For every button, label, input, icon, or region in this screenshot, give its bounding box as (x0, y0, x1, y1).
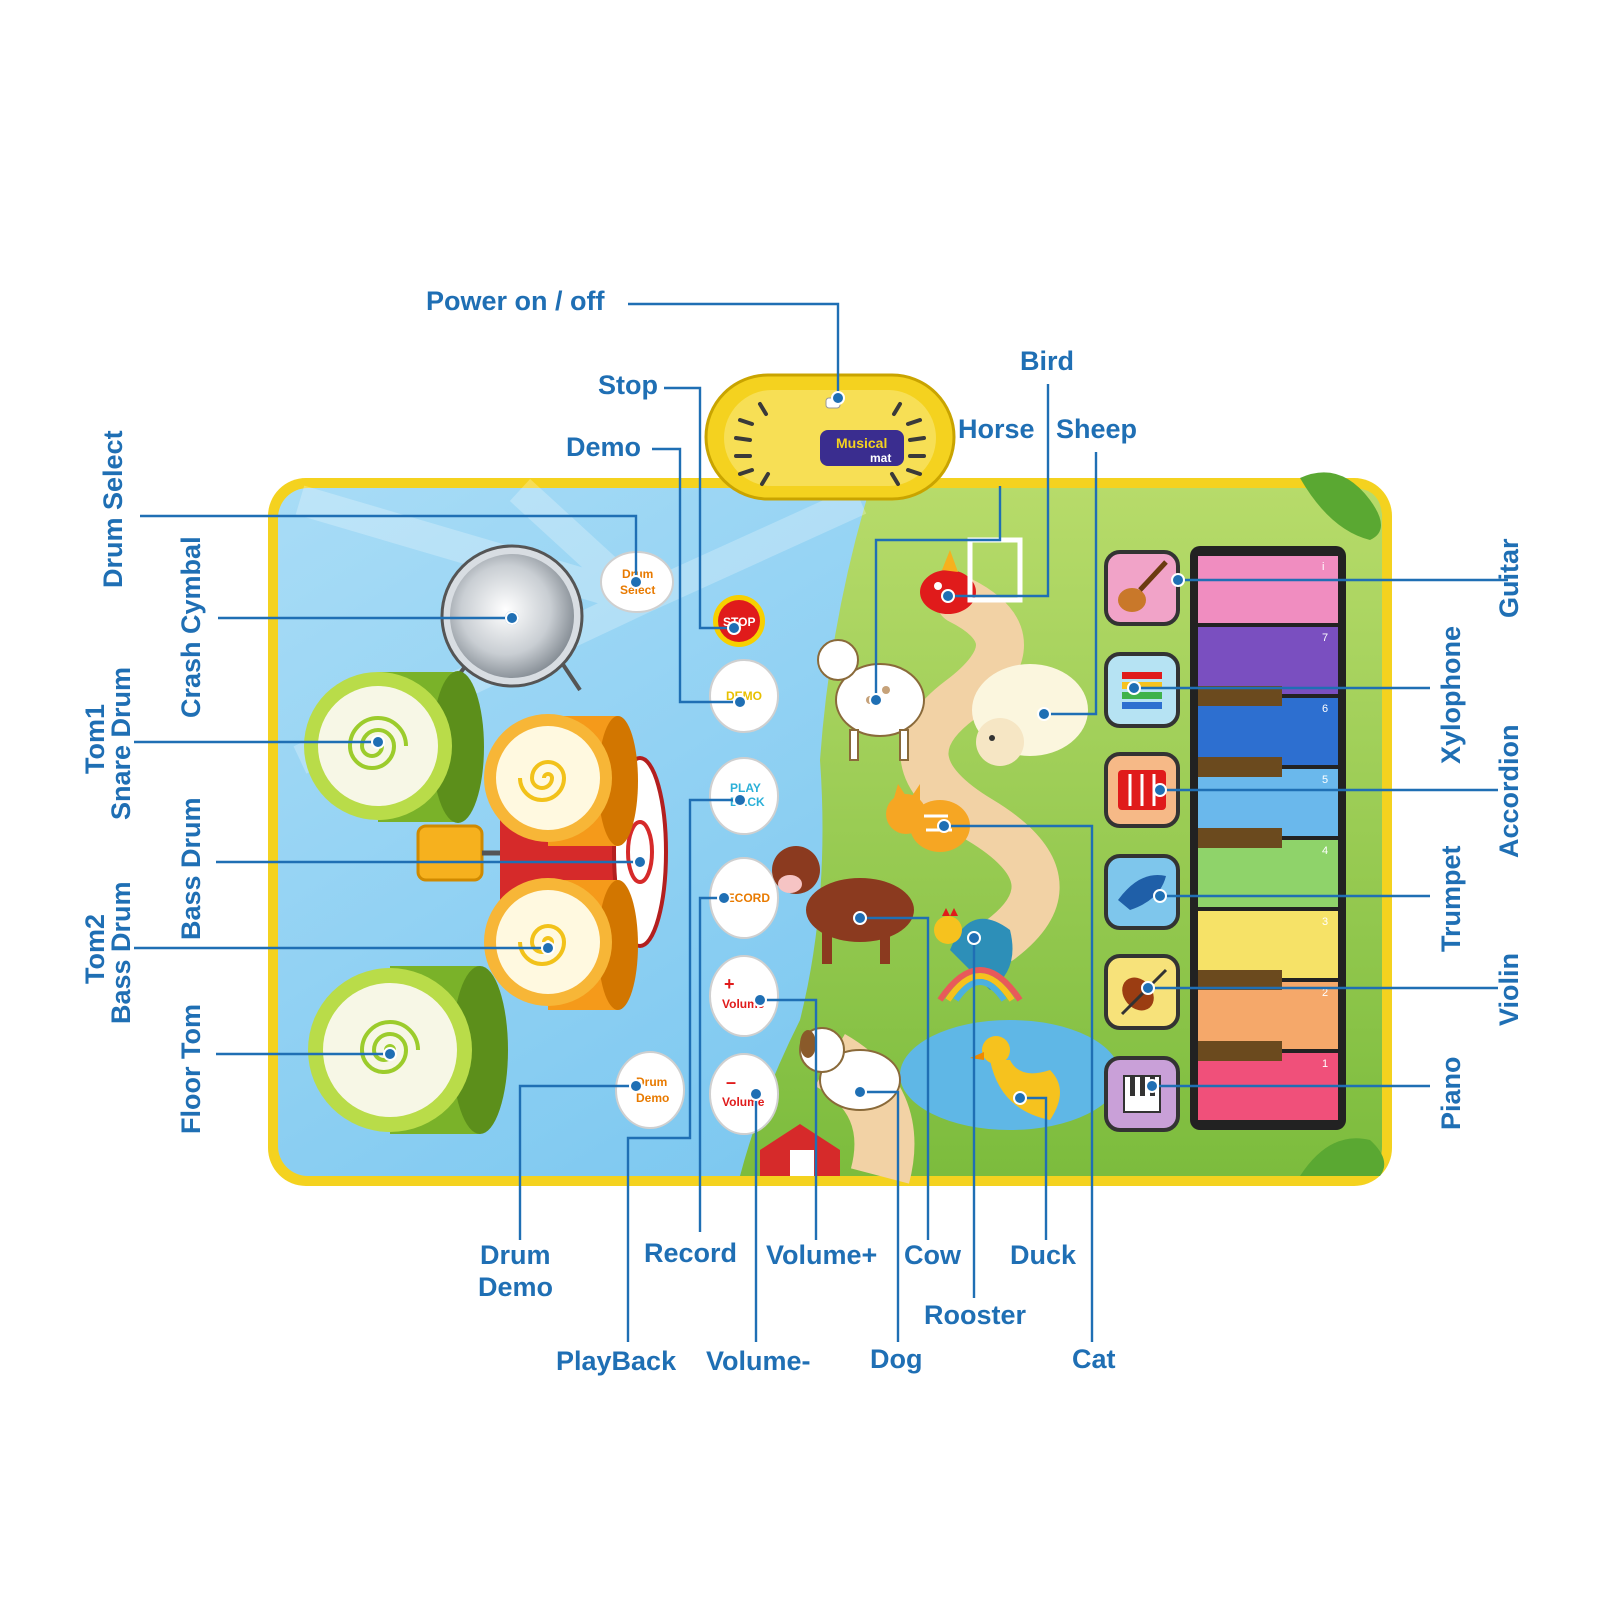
piano-key-number: 6 (1322, 703, 1328, 715)
label-record: Record (644, 1238, 737, 1268)
dog-pad[interactable] (799, 1027, 901, 1111)
label-accordion: Accordion (1494, 724, 1524, 858)
label-duck: Duck (1010, 1240, 1077, 1270)
speaker-module[interactable]: Musical mat (704, 373, 956, 501)
piano-key-number: 4 (1322, 845, 1328, 857)
label-volume-plus: Volume+ (766, 1240, 877, 1270)
volume-down-mat-button[interactable]: – Volume (709, 1053, 779, 1135)
rooster-pad[interactable] (934, 908, 1023, 1002)
piano-key-number: 7 (1322, 632, 1328, 644)
piano-key[interactable] (1198, 698, 1338, 765)
piano-key-number: 5 (1322, 774, 1328, 786)
trumpet-icon (1118, 875, 1166, 910)
label-playback: PlayBack (556, 1346, 677, 1376)
label-tom1: Tom1 (80, 704, 110, 774)
label-cow: Cow (904, 1240, 962, 1270)
piano-key[interactable] (1198, 627, 1338, 694)
piano-black-key[interactable] (1198, 686, 1282, 706)
piano-button[interactable] (1104, 1056, 1180, 1132)
trumpet-button[interactable] (1104, 854, 1180, 930)
floor-tom-pad[interactable] (308, 966, 508, 1134)
cat-pad[interactable] (886, 784, 970, 852)
drum-select-text2: Select (620, 583, 655, 597)
stop-mat-button[interactable]: STOP (713, 595, 765, 647)
label-bird: Bird (1020, 346, 1074, 376)
label-power: Power on / off (426, 286, 606, 316)
barn-icon (760, 1124, 840, 1176)
piano-key[interactable] (1198, 556, 1338, 623)
record-text: RECORD (718, 891, 770, 905)
label-guitar: Guitar (1494, 538, 1524, 618)
piano-black-key[interactable] (1198, 828, 1282, 848)
label-sheep: Sheep (1056, 414, 1137, 444)
logo-line2: mat (870, 451, 891, 465)
labels: Power on / off Stop Demo Bird Horse Shee… (80, 286, 1524, 1376)
label-floor-tom: Floor Tom (176, 1004, 206, 1134)
snare-drum-pad[interactable] (484, 714, 638, 846)
drum-demo-mat-button[interactable]: Drum Demo (615, 1051, 685, 1129)
record-mat-button[interactable]: RECORD (709, 857, 779, 939)
play-text: PLAY (730, 781, 761, 795)
label-bass-drum: Bass Drum (176, 797, 206, 940)
label-violin: Violin (1494, 953, 1524, 1026)
sheep-pad[interactable] (972, 664, 1088, 766)
label-stop: Stop (598, 370, 658, 400)
piano-key[interactable] (1198, 769, 1338, 836)
demo-mat-button[interactable]: DEMO (709, 659, 779, 733)
xylophone-icon (1122, 672, 1162, 709)
tom2-bass-drum-pad[interactable] (484, 878, 638, 1010)
piano-key-number: 3 (1322, 916, 1328, 928)
drum-demo-text1: Drum (636, 1075, 667, 1089)
label-volume-minus: Volume- (706, 1346, 811, 1376)
label-demo: Demo (566, 432, 641, 462)
accordion-button[interactable] (1104, 752, 1180, 828)
label-dog: Dog (870, 1344, 922, 1374)
logo-line1: Musical (836, 435, 887, 451)
piano-key[interactable] (1198, 982, 1338, 1049)
drum-demo-text2: Demo (636, 1091, 669, 1105)
label-rooster: Rooster (924, 1300, 1027, 1330)
label-cat: Cat (1072, 1344, 1116, 1374)
violin-button[interactable] (1104, 954, 1180, 1030)
leader-dots (371, 391, 1185, 1105)
label-tom2: Tom2 (80, 914, 110, 984)
speaker-grille-icon (734, 402, 926, 486)
plus-sign: + (724, 974, 735, 994)
piano-keyboard: 1 2 3 4 5 6 7 i (1190, 546, 1346, 1130)
leader-lines (134, 302, 1508, 1342)
label-drum-demo-2: Demo (478, 1272, 553, 1302)
label-piano: Piano (1436, 1056, 1466, 1130)
label-snare-drum: Snare Drum (106, 667, 136, 820)
tom1-snare-drum-pad[interactable] (304, 671, 484, 823)
guitar-icon (1118, 560, 1168, 612)
label-tom2-bass: Bass Drum (106, 881, 136, 1024)
label-drum-select: Drum Select (98, 430, 128, 588)
horse-pad[interactable] (817, 639, 925, 761)
piano-black-key[interactable] (1198, 970, 1282, 990)
piano-key-number: i (1322, 561, 1324, 573)
piano-key-number: 2 (1322, 987, 1328, 999)
label-crash-cymbal: Crash Cymbal (176, 536, 206, 718)
piano-key[interactable] (1198, 911, 1338, 978)
piano-black-key[interactable] (1198, 1041, 1282, 1061)
piano-key-number: 1 (1322, 1058, 1328, 1070)
label-xylophone: Xylophone (1436, 626, 1466, 764)
cow-pad[interactable] (772, 846, 914, 964)
label-horse: Horse (958, 414, 1035, 444)
label-trumpet: Trumpet (1436, 845, 1466, 952)
xylophone-button[interactable] (1104, 652, 1180, 728)
label-drum-demo-1: Drum (480, 1240, 551, 1270)
guitar-button[interactable] (1104, 550, 1180, 626)
piano-black-key[interactable] (1198, 757, 1282, 777)
minus-sign: – (726, 1072, 736, 1092)
drum-select-text1: Drum (622, 567, 653, 581)
volume-up-mat-button[interactable]: + Volume (709, 955, 779, 1037)
musical-mat-logo (820, 430, 904, 466)
